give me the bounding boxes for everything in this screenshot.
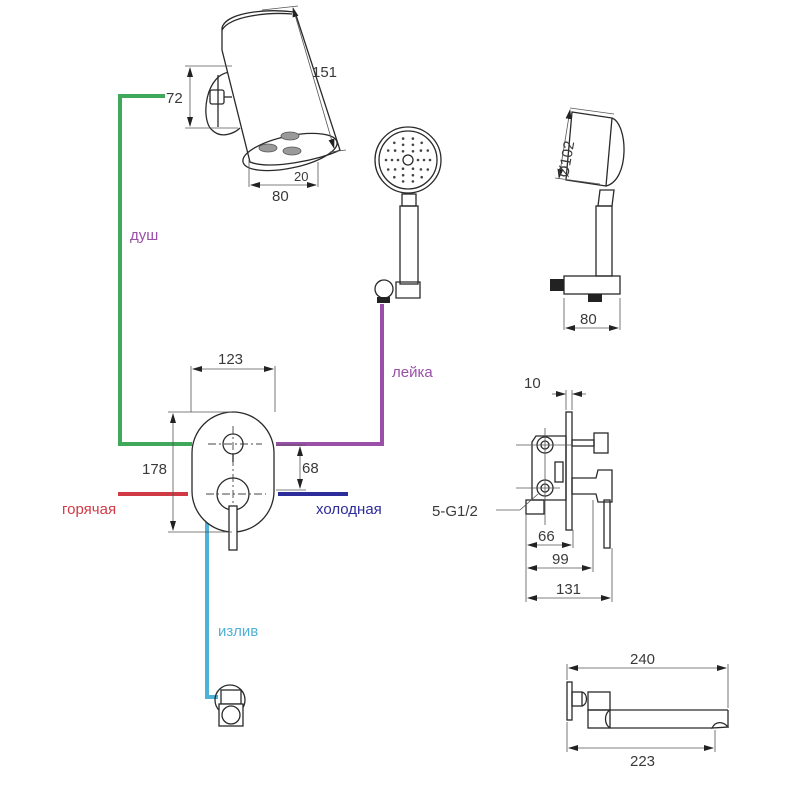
spray-nozzle: [393, 168, 397, 171]
spray-nozzle: [419, 149, 423, 152]
pipe-handshower: [276, 304, 384, 446]
spray-nozzle: [393, 141, 396, 145]
mixer-front-drawing: [191, 411, 275, 551]
label-handshower: лейка: [392, 364, 433, 381]
label-shower: душ: [130, 227, 158, 244]
spray-nozzle: [401, 167, 405, 170]
handshower-dimensions: Ø102 80: [554, 107, 621, 331]
handshower-front-drawing: [374, 126, 442, 303]
spray-nozzle: [428, 158, 432, 162]
spray-nozzle: [426, 149, 430, 152]
spray-nozzle: [386, 168, 390, 171]
spray-nozzle: [393, 149, 397, 152]
dim-overhead-length: 151: [312, 64, 337, 81]
dim-mixer-thread: 5-G1/2: [432, 503, 478, 520]
dim-spout-total: 240: [630, 651, 655, 668]
spout-dimensions: 240 223: [566, 651, 729, 770]
spray-nozzle: [420, 141, 424, 145]
dim-overhead-height: 72: [166, 90, 183, 107]
mixer-front-dimensions: 123 178 68: [142, 351, 319, 533]
spray-nozzle: [401, 173, 405, 177]
dim-mixer-width: 123: [218, 351, 243, 368]
dim-mixer-depth-131: 131: [556, 581, 581, 598]
mixer-side-dimensions: 10 5-G1/2 66 99 131: [432, 375, 613, 602]
dim-mixer-plate: 10: [524, 375, 541, 392]
spray-nozzle: [411, 173, 415, 177]
spray-nozzle: [416, 158, 420, 162]
dim-spout-reach: 223: [630, 753, 655, 770]
spray-nozzle: [401, 180, 405, 183]
dim-overhead-width: 80: [272, 188, 289, 205]
overhead-shower-drawing: [205, 10, 341, 172]
label-cold-water: холодная: [316, 501, 382, 518]
spray-nozzle: [411, 143, 415, 147]
spray-nozzle: [419, 168, 423, 171]
dim-mixer-depth-99: 99: [552, 551, 569, 568]
label-spout: излив: [218, 623, 258, 640]
dim-handshower-diameter: Ø102: [555, 140, 578, 179]
spray-nozzle: [401, 150, 405, 153]
mixer-side-drawing: [516, 411, 613, 549]
spray-nozzle: [384, 158, 388, 162]
spray-nozzle: [390, 158, 394, 162]
label-hot-water: горячая: [62, 501, 116, 518]
spray-nozzle: [396, 158, 400, 162]
spray-nozzle: [386, 149, 390, 152]
spout-side-drawing: [566, 681, 730, 729]
spray-nozzle: [411, 137, 415, 140]
spray-nozzle: [411, 180, 415, 183]
spray-nozzle: [401, 143, 405, 147]
spray-nozzle: [401, 137, 405, 140]
spray-nozzle: [393, 175, 396, 179]
spray-nozzle: [411, 150, 415, 153]
dim-mixer-height: 178: [142, 461, 167, 478]
pipe-shower: [118, 94, 192, 446]
handshower-side-drawing: [550, 111, 625, 302]
spout-front-drawing: [214, 684, 246, 727]
spray-nozzle: [420, 175, 424, 179]
dim-overhead-nozzle: 20: [294, 169, 308, 184]
overhead-dimensions: 72 151 80 20: [166, 5, 347, 205]
dim-mixer-axis: 68: [302, 460, 319, 477]
spray-nozzle: [411, 167, 415, 170]
spray-nozzle: [426, 168, 430, 171]
dim-mixer-depth-66: 66: [538, 528, 555, 545]
dim-handshower-bracket: 80: [580, 311, 597, 328]
spray-nozzle: [422, 158, 426, 162]
